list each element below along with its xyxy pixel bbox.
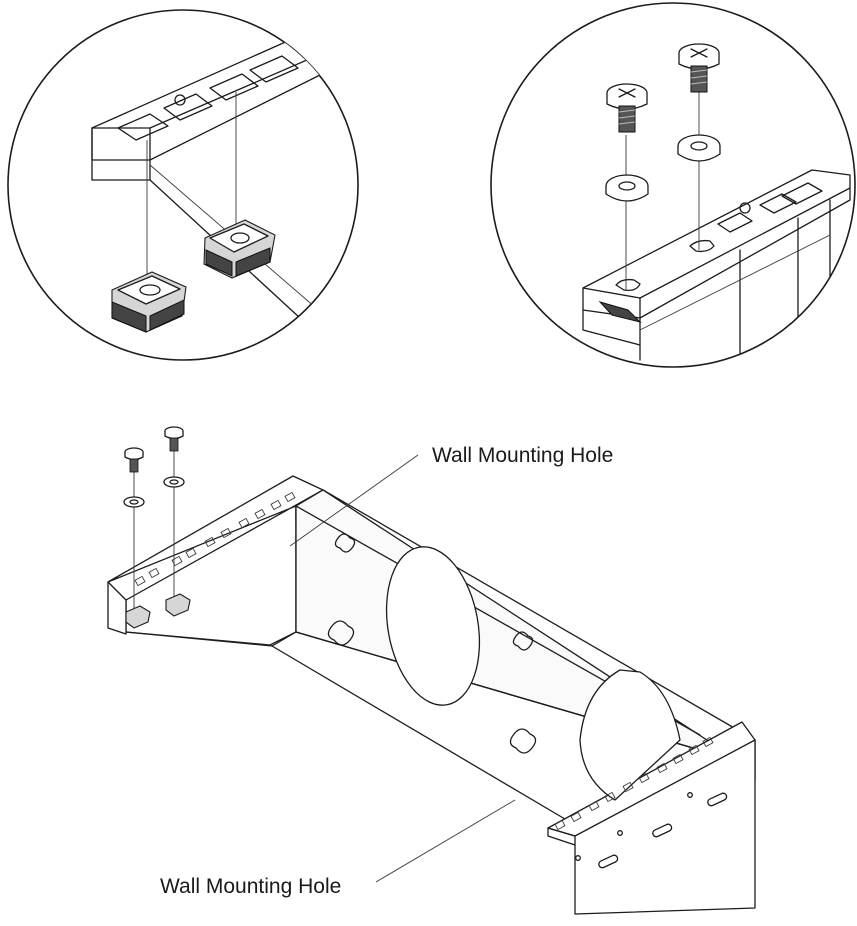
detail-circle-right xyxy=(490,2,856,368)
washer-left xyxy=(605,174,649,202)
screw-right xyxy=(678,43,720,93)
callout-top-label: Wall Mounting Hole xyxy=(432,444,613,467)
side-plate-slots xyxy=(575,792,728,869)
callout-top: Wall Mounting Hole xyxy=(289,444,613,547)
callout-bottom-label: Wall Mounting Hole xyxy=(160,875,341,898)
rack-rail-holes-left xyxy=(134,491,296,587)
wall-mount-bracket xyxy=(107,475,756,915)
rack-rail-holes-right xyxy=(554,736,714,831)
cable-cutout-upper xyxy=(385,546,481,706)
detail-circle-left xyxy=(7,9,359,361)
wall-mounting-hole-icon xyxy=(327,533,537,754)
rail-right-detail xyxy=(582,169,851,367)
cable-cutout-lower xyxy=(579,669,681,801)
screw-left xyxy=(606,83,648,133)
cage-nut-lower xyxy=(111,271,187,333)
cage-nut-upper xyxy=(203,219,276,279)
main-fasteners xyxy=(123,426,191,629)
callout-bottom: Wall Mounting Hole xyxy=(160,799,516,898)
washer-right xyxy=(677,134,721,162)
